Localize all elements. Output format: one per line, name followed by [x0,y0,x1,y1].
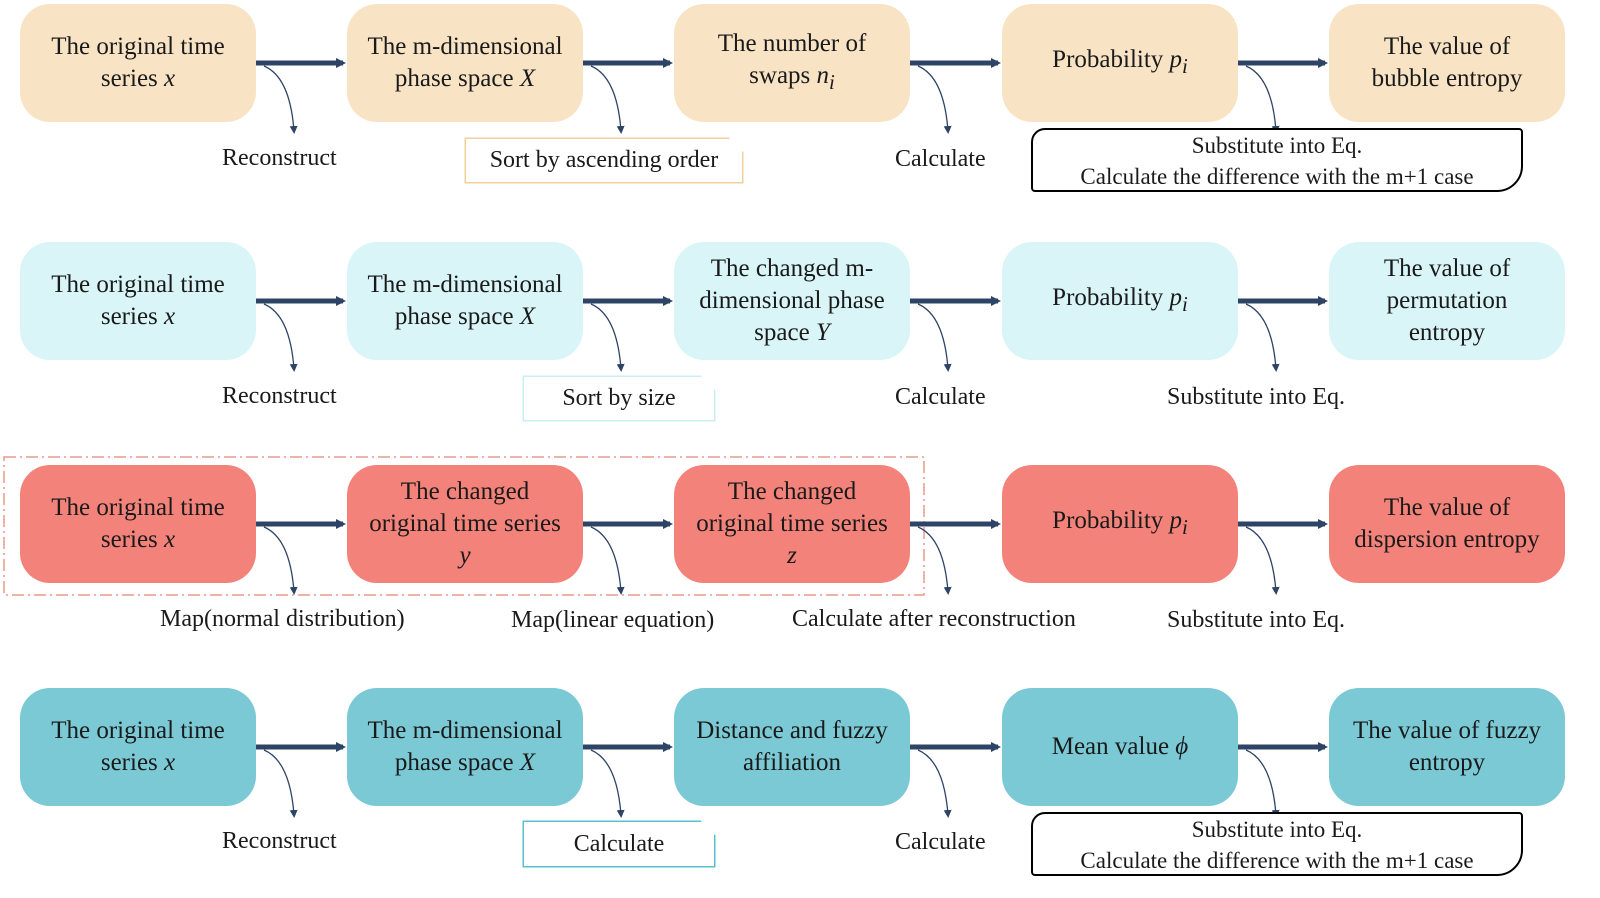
disp-box-3-text: The changed original time series [696,478,888,537]
bubble-step-curve-1 [263,65,298,134]
perm-step-curve-1 [263,303,298,372]
fuzzy-box-phase-space: The m-dimensional phase space X [347,688,583,806]
fuzzy-step-curve-2 [590,749,625,818]
perm-step-curve-4 [1245,303,1280,372]
bubble-note-line-2: Calculate the difference with the m+1 ca… [1080,164,1474,189]
disp-label-calc-reconstruction: Calculate after reconstruction [792,606,1076,632]
bubble-box-swaps: The number of swaps ni [674,4,910,122]
bubble-label-reconstruct: Reconstruct [222,145,337,171]
perm-box-probability: Probability pi [1002,242,1238,360]
bubble-box-probability: Probability pi [1002,4,1238,122]
fuzzy-step-curve-3 [917,749,952,818]
fuzzy-box-2-text: The m-dimensional phase space [367,717,563,776]
fuzzy-note-line-2: Calculate the difference with the m+1 ca… [1080,848,1474,873]
perm-box-1-text: The original time series [51,271,225,330]
bubble-note-line-1: Substitute into Eq. [1191,133,1363,158]
bubble-box-phase-space: The m-dimensional phase space X [347,4,583,122]
perm-label-reconstruct: Reconstruct [222,383,337,409]
disp-label-map-linear: Map(linear equation) [511,607,715,633]
perm-box-3-text: The changed m-dimensional phase space [699,255,885,346]
perm-tag-sort: Sort by size [524,377,714,420]
disp-step-curve-3 [917,526,952,595]
perm-box-2-text: The m-dimensional phase space [367,271,563,330]
fuzzy-box-original-series: The original time series x [20,688,256,806]
disp-box-probability: Probability pi [1002,465,1238,583]
fuzzy-tag-calculate: Calculate [524,822,714,866]
disp-box-series-z: The changed original time series z [674,465,910,583]
fuzzy-box-distance: Distance and fuzzy affiliation [674,688,910,806]
fuzzy-step-curve-1 [263,749,298,818]
disp-box-1-text: The original time series [51,494,225,553]
bubble-step-curve-3 [917,65,952,134]
disp-label-substitute: Substitute into Eq. [1167,607,1346,633]
bubble-box-2-text: The m-dimensional phase space [367,33,563,92]
bubble-label-calculate: Calculate [895,146,986,172]
fuzzy-box-mean-value: Mean value ϕ [1002,688,1238,806]
fuzzy-note-line-1: Substitute into Eq. [1191,817,1363,842]
disp-step-curve-1 [263,526,298,595]
disp-box-series-y: The changed original time series y [347,465,583,583]
disp-box-4-text: Probability [1052,507,1170,534]
perm-label-substitute: Substitute into Eq. [1167,384,1346,410]
fuzzy-box-4-text: Mean value [1051,733,1176,760]
dispersion-mapping-frame [3,456,925,596]
disp-box-original-series: The original time series x [20,465,256,583]
fuzzy-label-calculate: Calculate [895,829,986,855]
bubble-box-1-text: The original time series [51,33,225,92]
bubble-tag-sort: Sort by ascending order [466,139,742,182]
disp-box-result: The value of dispersion entropy [1329,465,1565,583]
perm-label-calculate: Calculate [895,384,986,410]
perm-box-4-text: Probability [1052,284,1170,311]
bubble-box-4-text: Probability [1052,46,1170,73]
perm-box-changed-phase-space: The changed m-dimensional phase space Y [674,242,910,360]
fuzzy-box-result: The value of fuzzy entropy [1329,688,1565,806]
perm-box-original-series: The original time series x [20,242,256,360]
bubble-note-substitute: Substitute into Eq. Calculate the differ… [1031,128,1523,192]
perm-box-phase-space: The m-dimensional phase space X [347,242,583,360]
fuzzy-box-1-text: The original time series [51,717,225,776]
perm-step-curve-2 [590,303,625,372]
perm-step-curve-3 [917,303,952,372]
bubble-step-curve-4 [1245,65,1280,134]
bubble-box-result: The value of bubble entropy [1329,4,1565,122]
bubble-step-curve-2 [590,65,625,134]
bubble-box-original-series: The original time series x [20,4,256,122]
disp-step-curve-4 [1245,526,1280,595]
disp-box-2-text: The changed original time series [369,478,561,537]
fuzzy-note-substitute: Substitute into Eq. Calculate the differ… [1031,812,1523,876]
disp-label-map-normal: Map(normal distribution) [160,606,405,632]
disp-step-curve-2 [590,526,625,595]
bubble-box-3-text: The number of swaps [717,30,867,89]
fuzzy-step-curve-4 [1245,749,1280,818]
fuzzy-label-reconstruct: Reconstruct [222,828,337,854]
perm-box-result: The value of permutation entropy [1329,242,1565,360]
